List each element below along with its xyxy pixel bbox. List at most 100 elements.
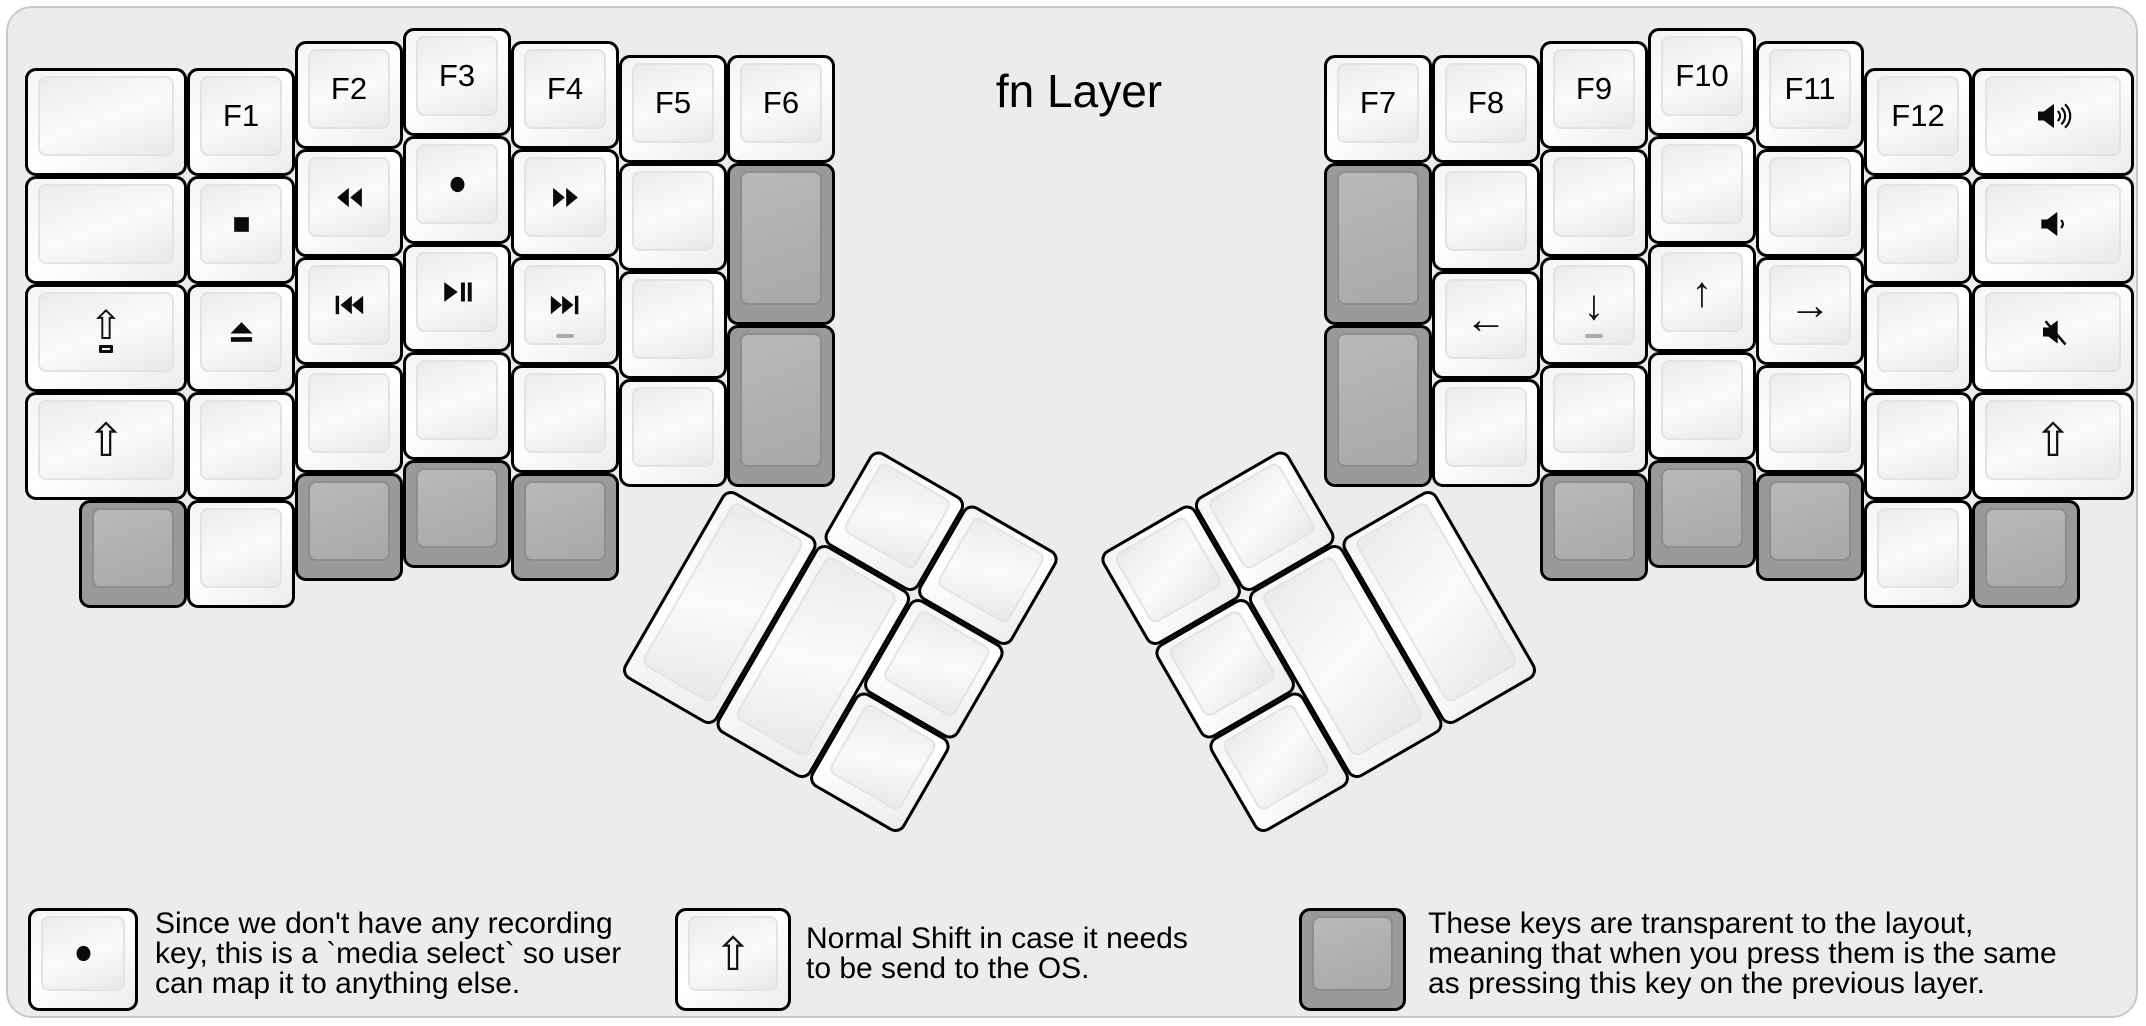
key-f9: F9 xyxy=(1540,41,1648,149)
keycap-top: ⇧ xyxy=(1985,400,2121,480)
shift-icon: ⇧ xyxy=(713,927,753,980)
arrow-right-icon: → xyxy=(1789,281,1831,328)
key-transparent xyxy=(727,325,835,487)
keycap-top: ⇧ xyxy=(38,400,174,480)
record-icon xyxy=(70,940,97,967)
keycap-top xyxy=(1661,468,1743,548)
keycap-top: F12 xyxy=(1877,76,1959,156)
legend-transparent-key xyxy=(1299,908,1406,1011)
keycap-top xyxy=(308,481,390,561)
keycap-top xyxy=(1445,171,1527,251)
homing-dash xyxy=(556,334,574,338)
key-blank xyxy=(1540,365,1648,473)
keycap-top: ⇧ xyxy=(688,916,778,991)
key-transparent xyxy=(511,473,619,581)
keycap-top xyxy=(1112,514,1224,626)
keycap-top: F3 xyxy=(416,36,498,116)
key-play-pause xyxy=(403,244,511,352)
key-blank xyxy=(1432,163,1540,271)
key-transparent xyxy=(295,473,403,581)
key-blank xyxy=(619,163,727,271)
keycap-top xyxy=(1553,157,1635,237)
keycap-top: F1 xyxy=(200,76,282,156)
key-transparent xyxy=(1648,460,1756,568)
key-f6: F6 xyxy=(727,55,835,163)
keycap-top xyxy=(1553,481,1635,561)
key-blank xyxy=(1540,149,1648,257)
keycap-top xyxy=(1661,144,1743,224)
key-f11: F11 xyxy=(1756,41,1864,149)
eject-icon xyxy=(226,317,257,348)
homing-dash xyxy=(1585,334,1603,338)
key-blank xyxy=(1864,176,1972,284)
legend-record-text: Since we don't have any recording key, t… xyxy=(155,907,622,1000)
key-label: F1 xyxy=(222,98,260,133)
keycap-top xyxy=(308,265,390,345)
keycap-top: F2 xyxy=(308,49,390,129)
legend-shift-text: Normal Shift in case it needs to be send… xyxy=(806,922,1188,985)
fastforward-icon xyxy=(549,181,582,214)
keycap-top xyxy=(1769,157,1851,237)
key-label: F12 xyxy=(1891,98,1945,133)
keycap-top xyxy=(416,252,498,332)
keycap-top xyxy=(416,468,498,548)
keycap-top xyxy=(1337,171,1419,305)
keycap-top: → xyxy=(1769,265,1851,345)
key-record xyxy=(403,136,511,244)
key-blank xyxy=(1756,365,1864,473)
keycap-top xyxy=(524,373,606,453)
key-transparent xyxy=(1972,500,2080,608)
key-transparent xyxy=(1324,325,1432,487)
arrow-up-icon: ↑ xyxy=(1691,268,1713,315)
keycap-top: F4 xyxy=(524,49,606,129)
stop-icon xyxy=(228,211,255,238)
keycap-top: ↓ xyxy=(1553,265,1635,345)
key-transparent xyxy=(1324,163,1432,325)
volume-up-icon xyxy=(2033,96,2073,136)
keycap-top xyxy=(38,184,174,264)
key-blank xyxy=(619,379,727,487)
keycap-top: F9 xyxy=(1553,49,1635,129)
key-blank xyxy=(187,500,295,608)
keycap-top xyxy=(308,373,390,453)
keycap-top xyxy=(200,508,282,588)
keycap-top xyxy=(524,481,606,561)
key-stop xyxy=(187,176,295,284)
keycap-top xyxy=(1985,508,2067,588)
key-rewind xyxy=(295,149,403,257)
keycap-top xyxy=(38,76,174,156)
key-blank xyxy=(25,68,187,176)
shift-icon: ⇧ xyxy=(2033,414,2073,466)
key-blank xyxy=(187,392,295,500)
key-arrow-up: ↑ xyxy=(1648,244,1756,352)
keycap-top xyxy=(1661,360,1743,440)
key-arrow-left: ← xyxy=(1432,271,1540,379)
key-shift: ⇧ xyxy=(25,392,187,500)
keycap-top: F5 xyxy=(632,63,714,143)
key-f10: F10 xyxy=(1648,28,1756,136)
keycap-top xyxy=(1553,373,1635,453)
key-f8: F8 xyxy=(1432,55,1540,163)
keycap-top xyxy=(1877,292,1959,372)
key-eject xyxy=(187,284,295,392)
key-label: F7 xyxy=(1359,85,1397,120)
key-next-track xyxy=(511,257,619,365)
key-blank xyxy=(511,365,619,473)
keycap-top: F11 xyxy=(1769,49,1851,129)
key-transparent xyxy=(79,500,187,608)
key-label: F4 xyxy=(546,71,584,106)
key-f3: F3 xyxy=(403,28,511,136)
keycap-top xyxy=(740,333,822,467)
key-volume-down xyxy=(1972,176,2134,284)
keycap-top xyxy=(1985,292,2121,372)
key-f7: F7 xyxy=(1324,55,1432,163)
key-label: F8 xyxy=(1467,85,1505,120)
volume-down-icon xyxy=(2033,204,2073,244)
key-f5: F5 xyxy=(619,55,727,163)
legend-shift-key: ⇧ xyxy=(675,908,791,1011)
key-label: F6 xyxy=(762,85,800,120)
key-arrow-down: ↓ xyxy=(1540,257,1648,365)
keycap-top xyxy=(1206,460,1318,572)
